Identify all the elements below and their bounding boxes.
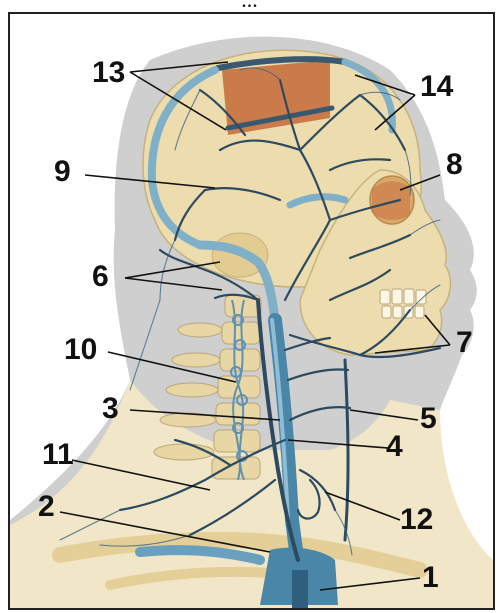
label-6: 6 bbox=[92, 262, 109, 292]
label-13: 13 bbox=[92, 58, 125, 88]
label-11: 11 bbox=[42, 440, 74, 470]
label-8: 8 bbox=[446, 150, 463, 180]
label-4: 4 bbox=[386, 432, 403, 462]
label-14: 14 bbox=[420, 72, 453, 102]
label-5: 5 bbox=[420, 404, 437, 434]
label-10: 10 bbox=[64, 335, 97, 365]
label-2: 2 bbox=[38, 492, 55, 522]
label-12: 12 bbox=[400, 505, 433, 535]
label-7: 7 bbox=[456, 328, 473, 358]
label-9: 9 bbox=[54, 157, 71, 187]
label-1: 1 bbox=[422, 563, 439, 593]
orbit-muscle bbox=[372, 181, 410, 219]
label-3: 3 bbox=[102, 394, 119, 424]
